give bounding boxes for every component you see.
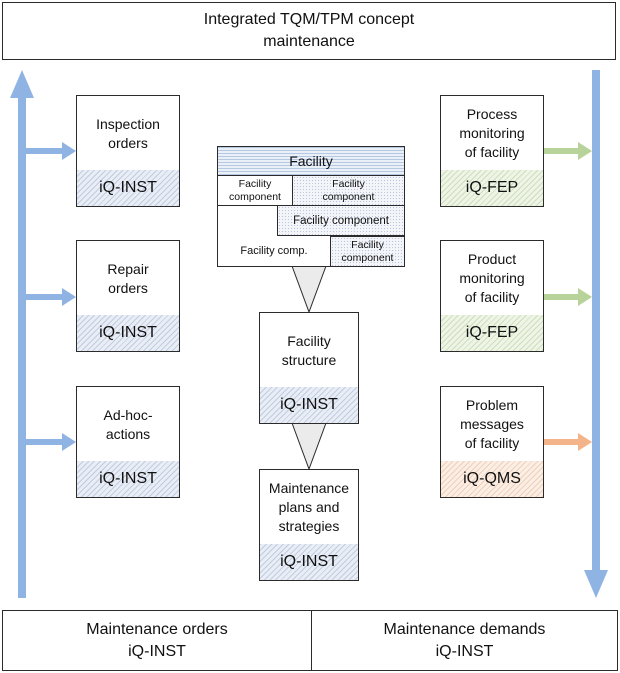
process-monitoring-card[interactable]: Process monitoring of facility iQ-FEP xyxy=(440,95,544,207)
maintenance-plans-card[interactable]: Maintenance plans and strategies iQ-INST xyxy=(259,469,359,581)
facility-block[interactable]: Facility Facility component Facility com… xyxy=(217,146,405,267)
facility-structure-card[interactable]: Facility structure iQ-INST xyxy=(259,312,359,424)
problem-messages-card[interactable]: Problem messages of facility iQ-QMS xyxy=(440,386,544,498)
left-branch-arrow-3 xyxy=(26,433,76,451)
footer-maintenance-orders: Maintenance orders iQ-INST xyxy=(2,610,312,671)
card-label-line1: Problem xyxy=(465,397,519,413)
card-tag: iQ-FEP xyxy=(465,179,519,196)
card-label-line2: structure xyxy=(281,351,337,368)
component-d-text: Facility comp. xyxy=(240,244,308,257)
card-tag: iQ-INST xyxy=(280,396,338,413)
footer-left-line2: iQ-INST xyxy=(128,642,186,660)
header-title-line1: Integrated TQM/TPM concept xyxy=(203,11,415,28)
repair-orders-card[interactable]: Repair orders iQ-INST xyxy=(76,240,180,352)
ad-hoc-actions-card[interactable]: Ad-hoc- actions iQ-INST xyxy=(76,386,180,498)
facility-component-d: Facility comp. xyxy=(218,236,330,266)
structure-funnel xyxy=(291,422,327,471)
card-label-line1: Ad-hoc- xyxy=(103,406,153,423)
card-label-line3: of facility xyxy=(464,435,520,451)
card-label-line3: of facility xyxy=(464,289,520,305)
card-label-line2: monitoring xyxy=(459,125,525,141)
card-label-line1: Process xyxy=(466,106,518,122)
card-label-line1: Product xyxy=(467,251,517,267)
card-label-line3: strategies xyxy=(278,518,340,534)
card-tag: iQ-FEP xyxy=(465,324,519,341)
footer-left-line1: Maintenance orders xyxy=(86,620,228,638)
facility-component-a: Facility component xyxy=(218,176,293,206)
card-label-line2: orders xyxy=(108,134,148,151)
left-up-arrow xyxy=(10,70,34,598)
card-label-line1: Facility xyxy=(287,332,331,349)
product-monitoring-card[interactable]: Product monitoring of facility iQ-FEP xyxy=(440,240,544,352)
card-tag: iQ-INST xyxy=(99,324,157,341)
inspection-orders-card[interactable]: Inspection orders iQ-INST xyxy=(76,95,180,207)
component-e-line1: Facility xyxy=(351,238,384,251)
card-tag: iQ-QMS xyxy=(463,470,521,487)
card-tag: iQ-INST xyxy=(99,179,157,196)
right-branch-arrow-3 xyxy=(544,433,592,451)
card-label-line2: actions xyxy=(105,425,151,442)
component-a-line1: Facility xyxy=(238,177,272,190)
right-down-arrow xyxy=(584,70,608,598)
facility-component-c: Facility component xyxy=(277,206,404,236)
facility-component-b: Facility component xyxy=(293,176,404,206)
component-c-text: Facility component xyxy=(293,214,389,227)
card-label-line3: of facility xyxy=(464,144,520,160)
card-tag: iQ-INST xyxy=(99,470,157,487)
card-tag: iQ-INST xyxy=(280,553,338,570)
header-title-line2: maintenance xyxy=(263,33,355,50)
footer-right-line1: Maintenance demands xyxy=(383,620,546,638)
card-label-line2: orders xyxy=(108,279,148,296)
facility-funnel xyxy=(291,265,327,314)
component-b-line1: Facility xyxy=(332,177,365,190)
card-label-line1: Maintenance xyxy=(268,480,350,496)
left-branch-arrow-2 xyxy=(26,288,76,306)
component-e-line2: component xyxy=(341,251,394,264)
facility-title-text: Facility xyxy=(289,152,333,169)
header-box: Integrated TQM/TPM concept maintenance xyxy=(2,2,616,60)
card-label-line1: Repair xyxy=(107,260,149,277)
card-label-line2: monitoring xyxy=(459,270,525,286)
component-b-line2: component xyxy=(322,190,375,203)
footer-right-line2: iQ-INST xyxy=(435,642,494,660)
component-a-line2: component xyxy=(229,190,281,203)
card-label-line2: plans and xyxy=(278,499,340,515)
footer-maintenance-demands: Maintenance demands iQ-INST xyxy=(311,610,618,671)
facility-title: Facility xyxy=(218,147,404,176)
card-label-line1: Inspection xyxy=(96,115,160,132)
card-label-line2: messages xyxy=(460,416,524,432)
left-branch-arrow-1 xyxy=(26,142,76,160)
facility-component-e: Facility component xyxy=(330,236,404,266)
right-branch-arrow-2 xyxy=(544,288,592,306)
right-branch-arrow-1 xyxy=(544,142,592,160)
